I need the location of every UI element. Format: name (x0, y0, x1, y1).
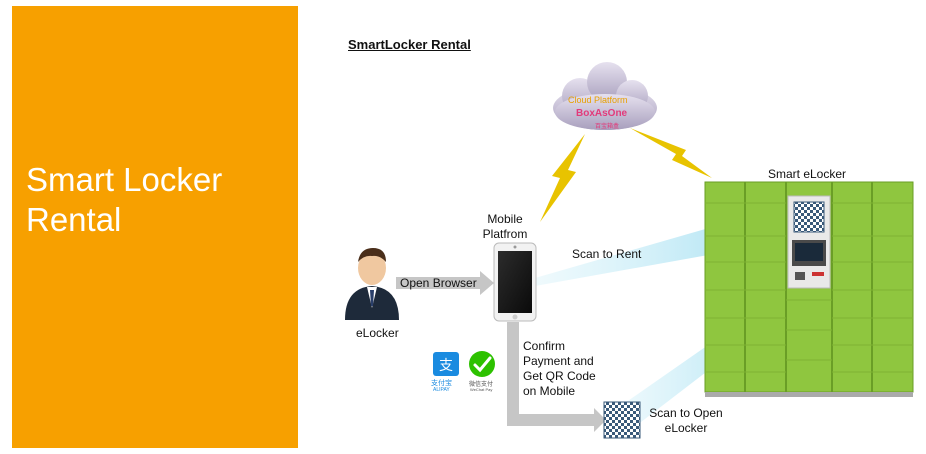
alipay-sub-label: ALIPAY (433, 387, 450, 393)
wechat-pay-label: 微信支付 (469, 382, 494, 388)
mobile-platform-label: Mobile Platfrom (475, 212, 535, 242)
panel-title-line1: Smart Locker (26, 161, 223, 198)
confirm-payment-arrow (507, 322, 606, 432)
user-label: eLocker (356, 326, 399, 340)
smart-locker-label: Smart eLocker (768, 167, 847, 181)
scan-to-rent-label: Scan to Rent (572, 247, 642, 261)
mobile-label-line2: Platfrom (482, 227, 528, 241)
open-browser-arrow (396, 271, 494, 295)
wechat-pay-sub-label: WeChat Pay (470, 387, 493, 392)
alipay-label: 支付宝 (431, 380, 452, 387)
lightning-bolt-to-locker-icon (630, 128, 712, 178)
cloud-brand-label: BoxAsOne (576, 108, 628, 119)
diagram-title: SmartLocker Rental (348, 37, 471, 52)
scan-to-open-label: Scan to Open eLocker (646, 406, 726, 436)
open-browser-label: Open Browser (400, 276, 477, 290)
panel-title-line2: Rental (26, 201, 122, 238)
confirm-payment-label: Confirm Payment and Get QR Code on Mobil… (523, 339, 596, 399)
confirm-line4: on Mobile (523, 384, 576, 398)
mobile-phone-icon (493, 242, 537, 322)
cloud-platform-label: Cloud Platform (568, 95, 628, 105)
cloud-brand-sub-label: 百宝箱盒 (595, 124, 620, 130)
alipay-glyph: 支 (439, 358, 453, 374)
smart-locker-icon (704, 181, 914, 397)
confirm-line2: Payment and (523, 354, 594, 368)
wechat-pay-icon (469, 351, 495, 377)
panel-title: Smart Locker Rental (26, 160, 276, 240)
alipay-icon: 支 (433, 352, 459, 376)
confirm-line1: Confirm (523, 339, 566, 353)
mobile-label-line1: Mobile (487, 212, 523, 226)
scan-open-line1: Scan to Open (649, 406, 723, 420)
scan-open-line2: eLocker (664, 421, 708, 435)
lightning-bolt-to-phone-icon (540, 134, 585, 222)
mobile-qr-code-icon (603, 401, 641, 439)
user-avatar-icon (345, 248, 399, 320)
confirm-line3: Get QR Code (523, 369, 596, 383)
cloud-icon (553, 62, 657, 130)
title-panel (12, 6, 298, 448)
